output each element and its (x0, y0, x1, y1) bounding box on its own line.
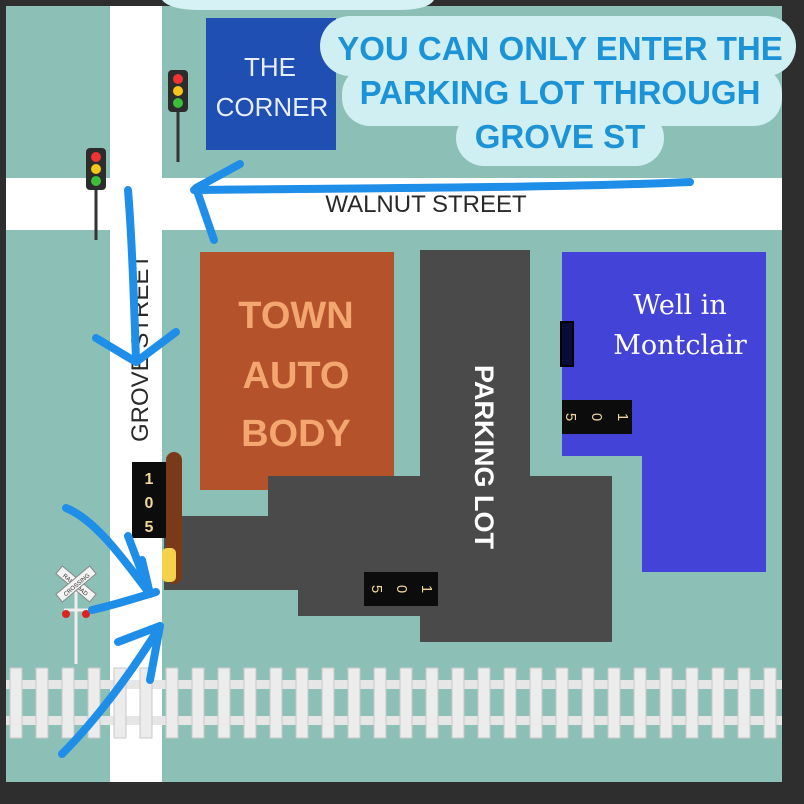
railroad-tie (555, 667, 569, 739)
railroad-tie (633, 667, 647, 739)
svg-text:1: 1 (145, 471, 154, 488)
railroad-tie (607, 667, 621, 739)
town-label-line1: TOWN (238, 295, 353, 337)
railroad-tie (217, 667, 231, 739)
railroad-tie (477, 667, 491, 739)
entrance-light (162, 548, 176, 582)
svg-text:0: 0 (588, 413, 605, 421)
sign-105-well: 5 0 1 (562, 400, 632, 434)
railroad-tie (399, 667, 413, 739)
well-door-mark (560, 321, 574, 367)
sign-105-parking: 5 0 1 (364, 572, 438, 606)
railroad-crossing-sign-icon: RAILROAD CROSSING (55, 565, 97, 664)
well-in-montclair-building (562, 252, 766, 572)
railroad-tie (451, 667, 465, 739)
banner-line3: GROVE ST (475, 118, 646, 155)
railroad-tie (581, 667, 595, 739)
svg-text:1: 1 (418, 585, 435, 593)
banner-line1: YOU CAN ONLY ENTER THE (337, 30, 783, 67)
top-cloud-fragment (162, 0, 434, 10)
town-label-line2: AUTO (243, 355, 350, 397)
railroad-tie (61, 667, 75, 739)
well-label-line1: Well in (633, 290, 726, 321)
svg-text:5: 5 (562, 413, 579, 421)
arrow-walnut-head (192, 160, 244, 244)
railroad-tie (269, 667, 283, 739)
railroad-tie (295, 667, 309, 739)
svg-text:0: 0 (145, 495, 154, 512)
railroad-tie (35, 667, 49, 739)
railroad-tie (425, 667, 439, 739)
svg-text:5: 5 (368, 585, 385, 593)
direction-arrows (58, 160, 694, 758)
instruction-banner: YOU CAN ONLY ENTER THE PARKING LOT THROU… (320, 16, 796, 166)
svg-text:1: 1 (614, 413, 631, 421)
railroad-tie (763, 667, 777, 739)
corner-label-line2: CORNER (216, 92, 329, 122)
traffic-light-icon (86, 148, 106, 240)
sign-105-grove: 1 0 5 (132, 462, 166, 538)
arrow-entrance-upper (62, 504, 154, 598)
banner-line2: PARKING LOT THROUGH (360, 74, 761, 111)
railroad-tie (321, 667, 335, 739)
arrow-entrance-lower-head (114, 622, 164, 684)
railroad-tie (711, 667, 725, 739)
railroad-tie (139, 667, 153, 739)
arrow-entrance-left (88, 588, 160, 614)
parking-lot-area (164, 250, 612, 642)
railroad-tie (243, 667, 257, 739)
railroad-tie (685, 667, 699, 739)
traffic-light-icon (168, 70, 188, 162)
town-label-line3: BODY (241, 413, 351, 455)
railroad-tie (347, 667, 361, 739)
railroad-tie (503, 667, 517, 739)
railroad-tie (659, 667, 673, 739)
town-auto-body-building (200, 252, 394, 490)
the-corner-building (206, 18, 336, 150)
railroad-tie (529, 667, 543, 739)
well-label-line2: Montclair (613, 330, 747, 361)
walnut-street-label: WALNUT STREET (325, 191, 527, 218)
arrow-grove-head (92, 328, 180, 366)
svg-text:5: 5 (145, 519, 154, 536)
railroad-tie (191, 667, 205, 739)
arrow-entrance-lower (58, 622, 164, 758)
parking-lot-label: PARKING LOT (469, 365, 499, 549)
arrow-walnut-westbound (190, 178, 694, 194)
svg-text:0: 0 (393, 585, 410, 593)
corner-label-line1: THE (244, 52, 296, 82)
railroad-tie (737, 667, 751, 739)
arrow-grove-southbound (124, 186, 140, 364)
railroad-tie (9, 667, 23, 739)
railroad-tie (373, 667, 387, 739)
railroad-tie (165, 667, 179, 739)
